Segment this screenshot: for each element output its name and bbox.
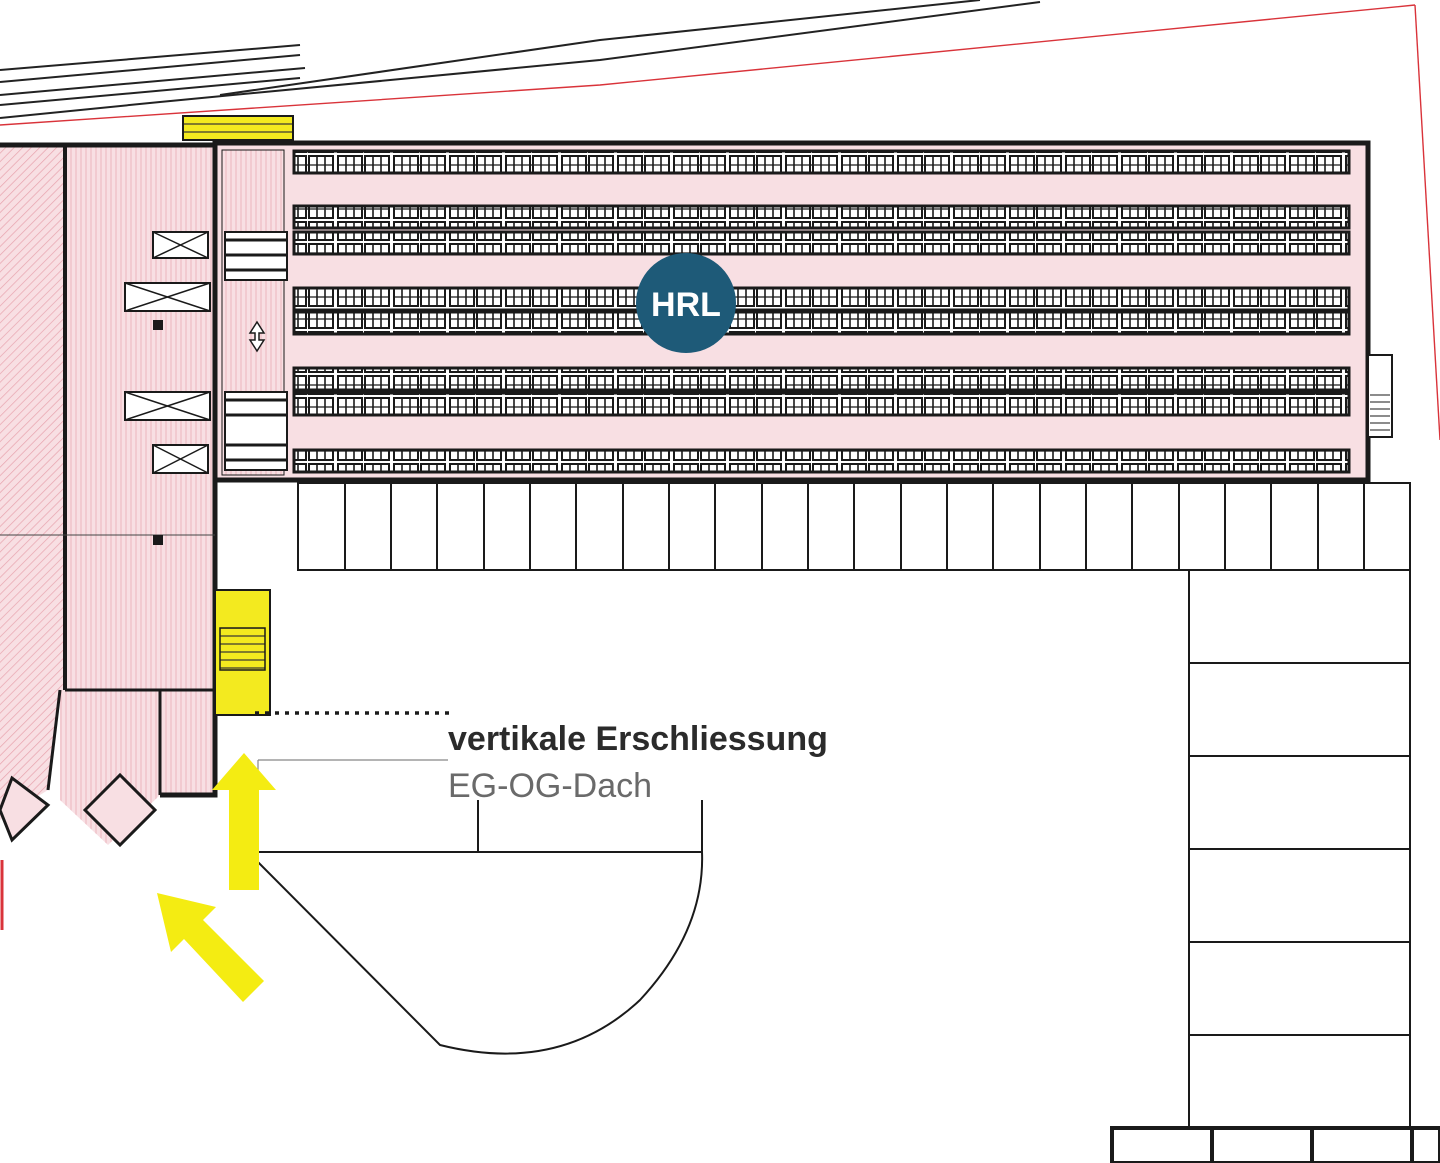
- stair-highlight-top: [182, 115, 294, 141]
- parking-row-vertical: [1188, 569, 1411, 1129]
- access-arrow-up: [212, 753, 276, 890]
- hrl-badge: HRL: [636, 253, 736, 353]
- bottom-right-structure: [1110, 1126, 1440, 1163]
- property-line-red: [0, 4, 1416, 126]
- site-boundary-lines: [0, 0, 1041, 119]
- side-stair: [1367, 354, 1393, 438]
- annotation-subtitle: EG-OG-Dach: [448, 767, 652, 805]
- double-arrow-icon: [248, 320, 266, 353]
- parking-row-horizontal: [297, 482, 1411, 571]
- property-line-red-right: [1414, 4, 1440, 441]
- hrl-warehouse: [212, 140, 1393, 483]
- hrl-badge-label: HRL: [651, 286, 721, 324]
- access-arrow-diagonal: [157, 893, 264, 1002]
- vertical-circulation-stair: [214, 589, 271, 716]
- rack-rows: [292, 149, 1351, 474]
- left-building: [0, 142, 218, 848]
- gate-swing: [247, 800, 704, 1055]
- annotation-title: vertikale Erschliessung: [448, 720, 828, 758]
